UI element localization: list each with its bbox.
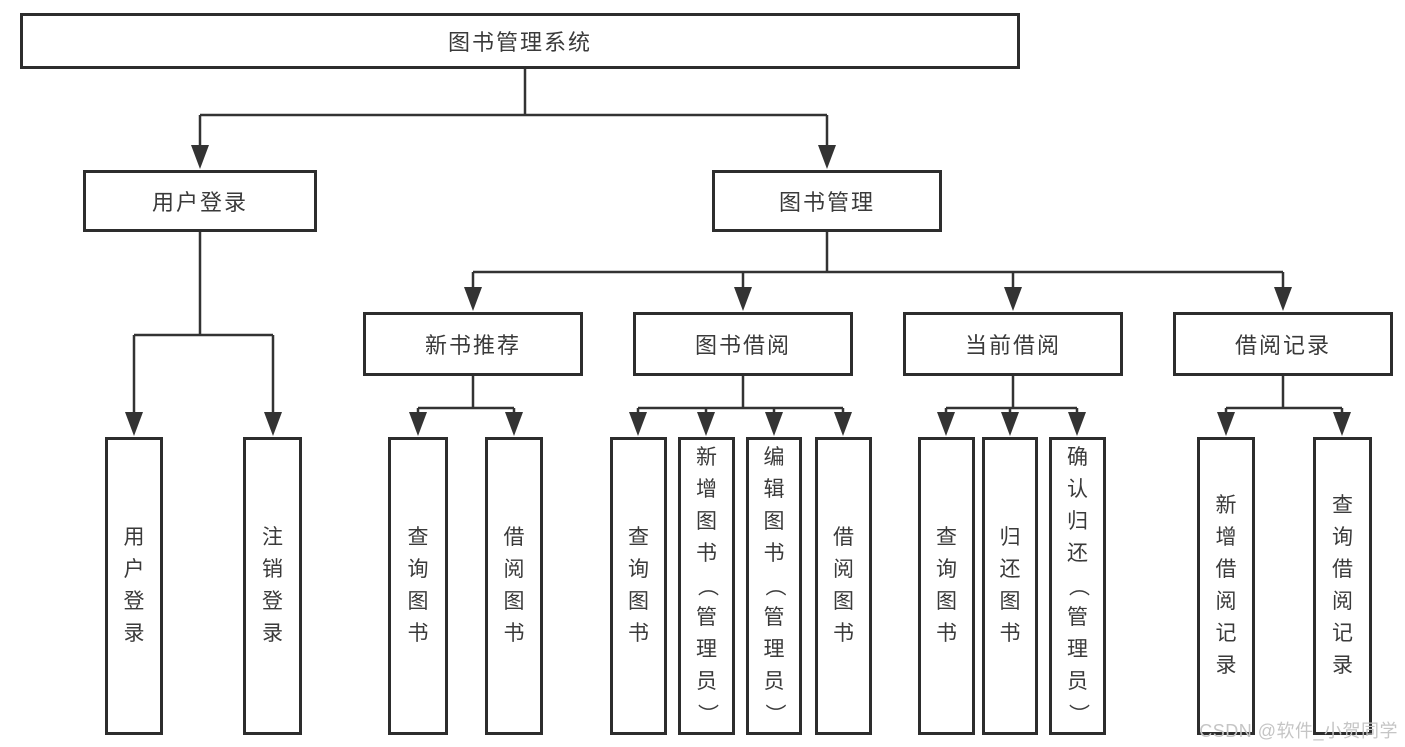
arrowhead-icon <box>834 412 852 436</box>
node-current-borrow: 当前借阅 <box>903 312 1123 376</box>
connector-borrow-to-leaves <box>636 376 845 413</box>
arrowhead-icon <box>464 287 482 311</box>
arrowhead-icon <box>629 412 647 436</box>
arrowhead-icon <box>937 412 955 436</box>
node-book-management-label: 图书管理 <box>778 190 875 215</box>
node-root: 图书管理系统 <box>20 13 1020 69</box>
node-borrow-records-label: 借阅记录 <box>1234 333 1331 358</box>
connector-newbook-to-leaves <box>416 376 516 413</box>
arrowhead-icon <box>697 412 715 436</box>
arrowhead-icon <box>1333 412 1351 436</box>
connector-userlogin-to-leaves <box>132 232 275 413</box>
leaf-logout: 注销登录 <box>243 437 302 735</box>
arrowhead-icon <box>765 412 783 436</box>
node-user-login-label: 用户登录 <box>151 190 248 215</box>
node-book-borrow: 图书借阅 <box>633 312 853 376</box>
arrowhead-icon <box>409 412 427 436</box>
arrowhead-icon <box>1274 287 1292 311</box>
arrowhead-icon <box>505 412 523 436</box>
node-book-management: 图书管理 <box>712 170 942 232</box>
arrowhead-icon <box>1001 412 1019 436</box>
leaf-user-login: 用户登录 <box>105 437 163 735</box>
leaf-borrow-borrow-books: 借阅图书 <box>815 437 872 735</box>
node-user-login: 用户登录 <box>83 170 317 232</box>
node-new-book-recommend: 新书推荐 <box>363 312 583 376</box>
connector-records-to-leaves <box>1224 376 1344 413</box>
arrowhead-icon <box>191 145 209 169</box>
leaf-newbook-borrow-books: 借阅图书 <box>485 437 543 735</box>
node-borrow-records: 借阅记录 <box>1173 312 1393 376</box>
connector-bookmgmt-to-groups <box>471 232 1285 288</box>
arrowhead-icon <box>264 412 282 436</box>
arrowhead-icon <box>734 287 752 311</box>
connector-current-to-leaves <box>944 376 1079 413</box>
leaf-borrow-query-books: 查询图书 <box>610 437 667 735</box>
arrowhead-icon <box>1217 412 1235 436</box>
leaf-newbook-query-books: 查询图书 <box>388 437 448 735</box>
node-current-borrow-label: 当前借阅 <box>964 333 1061 358</box>
arrowhead-icon <box>1004 287 1022 311</box>
arrowhead-icon <box>818 145 836 169</box>
leaf-borrow-edit-books-admin: 编辑图书（管理员） <box>746 437 802 735</box>
leaf-current-query-books: 查询图书 <box>918 437 975 735</box>
connector-root-to-level2 <box>198 69 829 146</box>
arrowhead-icon <box>125 412 143 436</box>
node-root-label: 图书管理系统 <box>447 30 592 55</box>
arrowhead-icon <box>1068 412 1086 436</box>
leaf-borrow-add-books-admin: 新增图书（管理员） <box>678 437 735 735</box>
leaf-current-return-books: 归还图书 <box>982 437 1038 735</box>
leaf-records-add-record: 新增借阅记录 <box>1197 437 1255 735</box>
leaf-records-query-record: 查询借阅记录 <box>1313 437 1372 735</box>
leaf-current-confirm-return-admin: 确认归还（管理员） <box>1049 437 1106 735</box>
arrowhead-group <box>125 145 1351 436</box>
node-book-borrow-label: 图书借阅 <box>694 333 791 358</box>
node-new-book-recommend-label: 新书推荐 <box>424 333 521 358</box>
watermark: CSDN @软件_小贺同学 <box>1199 721 1398 741</box>
